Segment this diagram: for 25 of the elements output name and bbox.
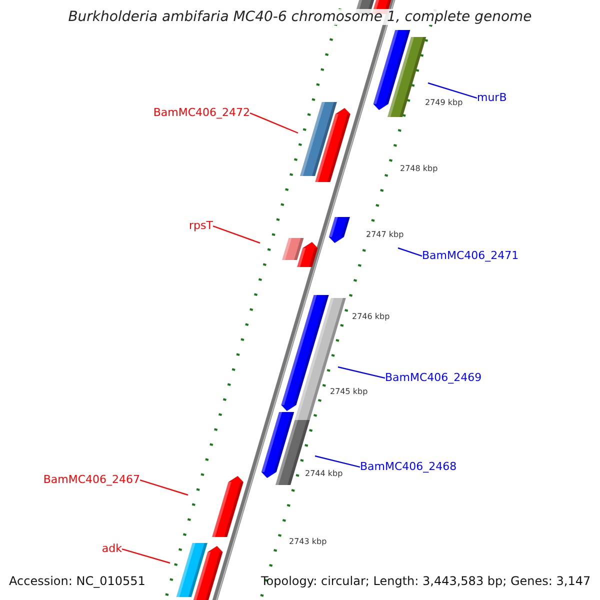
leader-line [314, 455, 360, 468]
leader-line [140, 479, 188, 496]
tick-label: 2744 kbp [305, 470, 343, 479]
gene-label: murB [477, 92, 507, 104]
tick-label: 2745 kbp [330, 388, 368, 397]
tick-label: 2743 kbp [289, 538, 327, 547]
leader-line [122, 548, 170, 564]
gene-label: BamMC406_2471 [422, 250, 519, 262]
leader-line [338, 366, 386, 379]
gene-label: BamMC406_2467 [43, 474, 140, 486]
leader-line [250, 112, 298, 134]
tick-label: 2749 kbp [425, 99, 463, 108]
tick-label: 2747 kbp [366, 231, 404, 240]
tick-label: 2748 kbp [400, 165, 438, 174]
accession-text: Accession: NC_010551 [9, 575, 146, 588]
tick-label: 2746 kbp [352, 313, 390, 322]
leader-line [212, 225, 260, 244]
leader-line [398, 247, 422, 257]
leader-line [428, 82, 478, 99]
genome-summary-text: Topology: circular; Length: 3,443,583 bp; Genes: 3,147 [261, 575, 591, 588]
gene-label: BamMC406_2469 [385, 372, 482, 384]
gene-label: BamMC406_2468 [360, 461, 457, 474]
gene-label: adk [102, 543, 122, 556]
gene-label: rpsT [189, 220, 213, 232]
gene-label: BamMC406_2472 [153, 107, 250, 120]
